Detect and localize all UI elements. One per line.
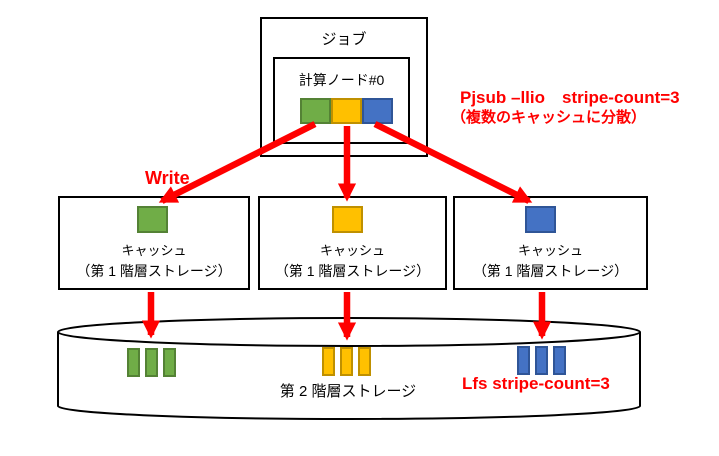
cache-stripe-square-yellow [332,206,363,233]
lfs-stripe-label: Lfs stripe-count=3 [462,374,610,393]
stripe-bar [535,346,548,375]
write-label: Write [145,168,190,188]
tier2-stripe-bars-blue [517,346,566,375]
job-title: ジョブ [321,31,367,48]
pjsub-command-label: Pjsub –llio stripe-count=3 [460,88,680,107]
stripe-bar [163,348,176,377]
cache-stripe-square-green [137,206,168,233]
tier2-stripe-bars-yellow [322,347,371,376]
cache-label: キャッシュ [517,243,583,258]
stripe-bar [340,347,353,376]
compute-node-box: 計算ノード#0 [273,57,410,144]
cache-label: キャッシュ [121,243,187,258]
stripe-bar [358,347,371,376]
stripe-bar [517,346,530,375]
cache-stripe-square-blue [525,206,556,233]
pjsub-note-label: （複数のキャッシュに分散） [451,109,647,126]
stripe-bar [322,347,335,376]
stripe-bar [145,348,158,377]
node-stripe-square-yellow [331,98,362,124]
stripe-bar [553,346,566,375]
cache-label: キャッシュ [319,243,385,258]
node-stripe-square-blue [362,98,393,124]
compute-node-label: 計算ノード#0 [298,72,385,88]
tier2-storage-label: 第 2 階層ストレージ [279,383,417,400]
node-stripe-square-green [300,98,331,124]
cache-sublabel: （第 1 階層ストレージ） [76,263,232,279]
cache-sublabel: （第 1 階層ストレージ） [472,263,629,279]
tier2-stripe-bars-green [127,348,176,377]
cache-sublabel: （第 1 階層ストレージ） [274,263,431,279]
stripe-bar [127,348,140,377]
